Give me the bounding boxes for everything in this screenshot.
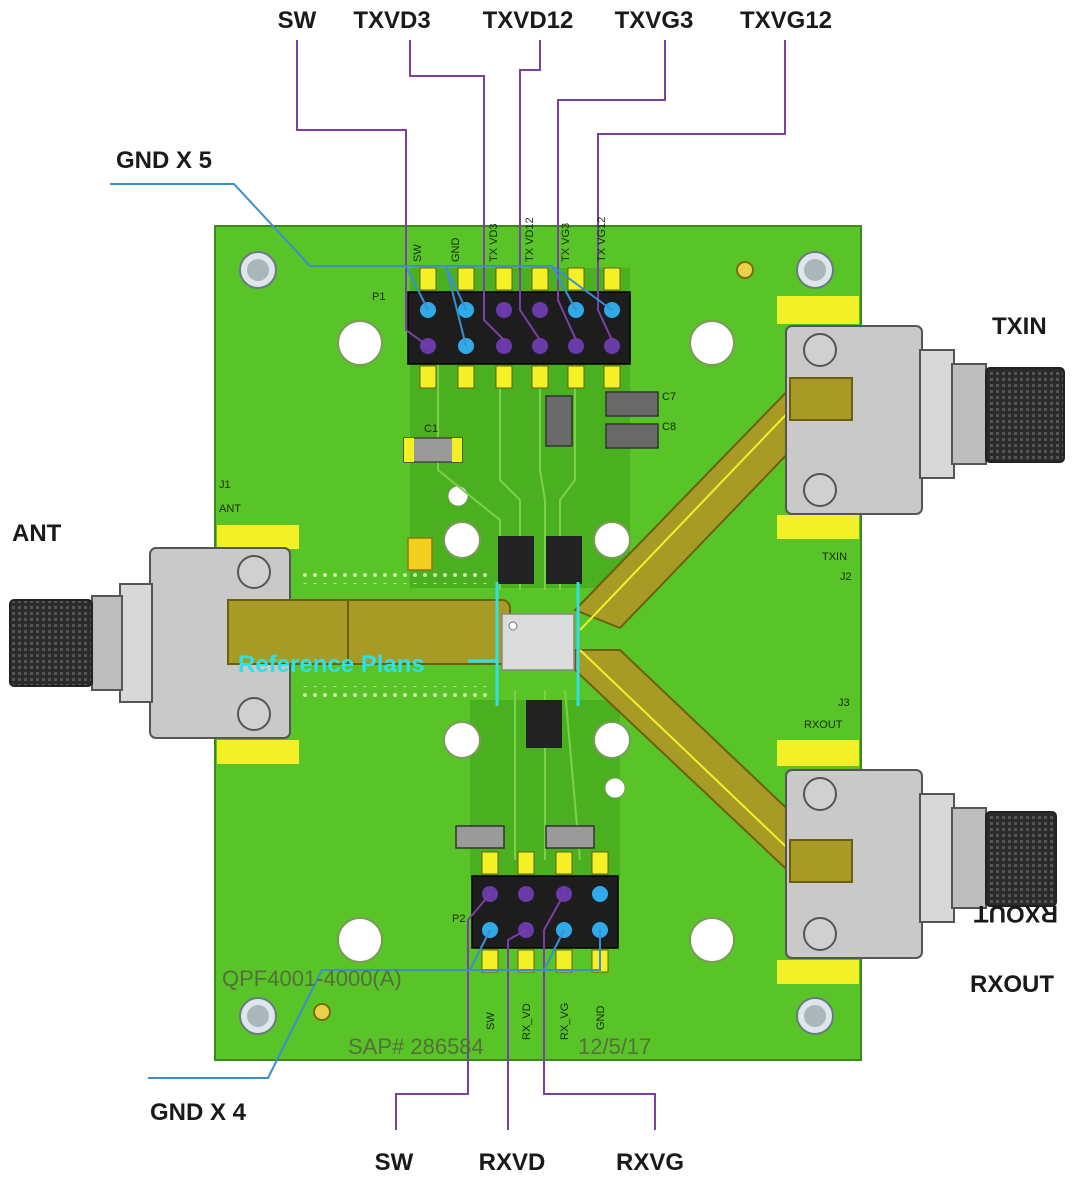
label-gnd-x4: GND X 4: [150, 1099, 247, 1126]
fiducial: [313, 1003, 331, 1021]
sma-connector-txin: [785, 325, 1065, 515]
capacitor: [545, 395, 573, 447]
plated-hole: [443, 721, 481, 759]
rf-trace-centerline: [579, 649, 801, 861]
label-txvd12: TXVD12: [483, 7, 574, 34]
connector-pad: [217, 740, 299, 764]
pin-txvd12: [532, 338, 548, 354]
plated-hole: [689, 320, 735, 366]
sma-connector-rxout: [785, 769, 1057, 959]
silkscreen: P1 P2 J1 ANT TXIN J2 J3 RXOUT C1 C7 C8 S…: [219, 217, 852, 1059]
capacitor-c8: [605, 423, 659, 449]
silk-j2: J2: [840, 571, 852, 583]
label-sw-top: SW: [278, 7, 317, 34]
pin-txvd3: [496, 338, 512, 354]
header-p1: [407, 267, 631, 389]
label-sw-bottom: SW: [375, 1149, 414, 1176]
plated-hole: [593, 721, 631, 759]
plated-hole: [593, 521, 631, 559]
rf-trace-rx-end: [789, 839, 853, 883]
mounting-hole: [239, 251, 277, 289]
silk-header-bottom: SW: [485, 1012, 497, 1030]
mounting-hole: [239, 997, 277, 1035]
capacitor-c7: [605, 391, 659, 417]
silk-j1-name: ANT: [219, 503, 241, 515]
rf-trace-centerline: [579, 399, 801, 631]
label-txvg12: TXVG12: [740, 7, 832, 34]
label-txvd3: TXVD3: [353, 7, 430, 34]
connector-pad: [217, 525, 299, 549]
pin-txvg3: [568, 338, 584, 354]
silk-header-bottom: GND: [595, 1006, 607, 1031]
pin-rxvd: [518, 886, 534, 902]
connector-pad: [777, 960, 859, 984]
fiducial: [736, 261, 754, 279]
connector-pad: [777, 515, 859, 539]
silk-header-top: TX VG3: [560, 223, 572, 262]
silk-j3: J3: [838, 697, 850, 709]
silk-j2-name: TXIN: [822, 551, 847, 563]
silk-p1: P1: [372, 291, 385, 303]
silk-sap: SAP# 286584: [348, 1034, 484, 1059]
via: [604, 777, 626, 799]
callout-lines-bottom: [395, 893, 656, 1130]
plated-hole: [443, 521, 481, 559]
capacitor: [455, 825, 505, 849]
plated-hole: [689, 917, 735, 963]
plated-hole: [337, 917, 383, 963]
via-fence: [300, 686, 490, 698]
silk-c7: C7: [662, 391, 676, 403]
pin-txvg12: [604, 338, 620, 354]
silk-header-bottom: RX_VG: [559, 1003, 571, 1040]
mounting-hole: [796, 997, 834, 1035]
callout-line-gnd-top: [110, 183, 613, 347]
silk-header-bottom: RX_VD: [521, 1003, 533, 1040]
silk-header-top: SW: [412, 244, 424, 262]
silk-header-top: GND: [450, 238, 462, 263]
pin-txvd12: [532, 302, 548, 318]
label-rxout: RXOUT: [970, 971, 1054, 998]
pin-txvd3: [496, 302, 512, 318]
label-rxvd: RXVD: [479, 1149, 546, 1176]
smd-cluster: [498, 536, 582, 748]
mounting-hole: [796, 251, 834, 289]
silk-c1: C1: [424, 423, 438, 435]
via: [447, 485, 469, 507]
silk-date: 12/5/17: [578, 1034, 651, 1059]
rf-trace-ant-end: [227, 599, 349, 665]
pcb-board: [214, 225, 862, 1061]
tantalum-cap: [407, 537, 433, 571]
connector-pad: [777, 740, 859, 766]
label-gnd-x5: GND X 5: [116, 147, 212, 174]
silk-header-top: TX VD3: [488, 223, 500, 262]
rf-trace-tx-end: [789, 377, 853, 421]
via-fence: [300, 572, 490, 584]
silk-header-top: TX VD12: [524, 217, 536, 262]
capacitor-c1: [403, 437, 463, 463]
pin-gnd: [592, 886, 608, 902]
silk-part-number: QPF4001-4000(A): [222, 966, 402, 991]
pin1-marker: [508, 621, 518, 631]
label-txvg3: TXVG3: [615, 7, 694, 34]
label-reference-plans: Reference Plans: [238, 651, 425, 678]
capacitor: [545, 825, 595, 849]
connector-pad: [777, 296, 859, 324]
label-rxvg: RXVG: [616, 1149, 684, 1176]
silk-header-top: TX VG12: [596, 217, 608, 262]
label-txin: TXIN: [992, 313, 1047, 340]
silk-j1: J1: [219, 479, 231, 491]
label-ant: ANT: [12, 520, 62, 547]
callout-lines-top: [296, 40, 786, 347]
silk-j3-name: RXOUT: [804, 719, 843, 731]
label-rxout-mirrored: RXOUT: [974, 900, 1058, 927]
silk-p2: P2: [452, 913, 465, 925]
silk-c8: C8: [662, 421, 676, 433]
callout-line-gnd-bottom: [148, 929, 601, 1079]
plated-hole: [337, 320, 383, 366]
